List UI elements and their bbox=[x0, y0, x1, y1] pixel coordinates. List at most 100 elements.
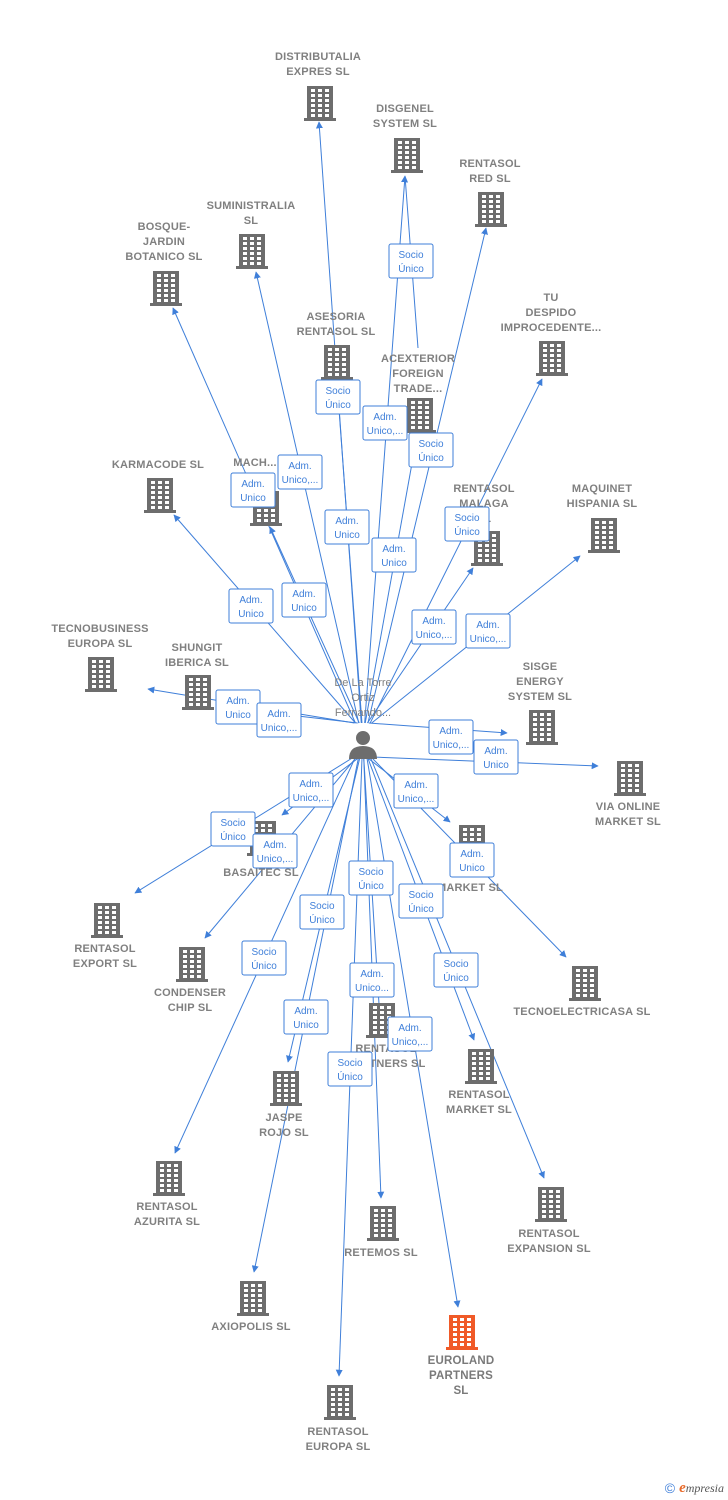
relation-badge[interactable]: Adm.Unico bbox=[230, 472, 276, 508]
relation-badge[interactable]: Adm.Unico bbox=[324, 509, 370, 545]
relation-badge[interactable]: Adm.Unico,... bbox=[428, 719, 474, 755]
building-icon[interactable] bbox=[526, 710, 558, 745]
empresia-logo[interactable]: empresia bbox=[679, 1480, 724, 1496]
building-icon[interactable] bbox=[321, 345, 353, 380]
building-icon[interactable] bbox=[144, 478, 176, 513]
company-label[interactable]: KARMACODE SL bbox=[112, 459, 204, 471]
relation-badge[interactable]: Adm.Unico,... bbox=[387, 1016, 433, 1052]
relation-badge[interactable]: Adm.Unico bbox=[371, 537, 417, 573]
building-icon[interactable] bbox=[270, 1071, 302, 1106]
relation-badge[interactable]: Adm.Unico,... bbox=[288, 772, 334, 808]
building-icon[interactable] bbox=[475, 192, 507, 227]
relation-badge[interactable]: Adm.Unico,... bbox=[465, 613, 511, 649]
building-icon[interactable] bbox=[446, 1315, 478, 1350]
building-icon[interactable] bbox=[367, 1206, 399, 1241]
building-icon[interactable] bbox=[324, 1385, 356, 1420]
building-icon[interactable] bbox=[535, 1187, 567, 1222]
relation-badge[interactable]: Adm.Unico,... bbox=[277, 454, 323, 490]
building-icon[interactable] bbox=[153, 1161, 185, 1196]
building-icon[interactable] bbox=[404, 398, 436, 433]
relation-badge[interactable]: Adm.Unico bbox=[215, 689, 261, 725]
building-icon[interactable] bbox=[150, 271, 182, 306]
company-node-tecnoelectricasa[interactable]: TECNOELECTRICASA SL bbox=[513, 966, 650, 1018]
building-icon[interactable] bbox=[91, 903, 123, 938]
building-icon[interactable] bbox=[391, 138, 423, 173]
relation-badge[interactable]: Adm.Unico bbox=[281, 582, 327, 618]
building-icon[interactable] bbox=[569, 966, 601, 1001]
relation-badge[interactable]: Adm.Unico,... bbox=[393, 773, 439, 809]
relation-badge[interactable]: Adm.Unico... bbox=[349, 962, 395, 998]
company-node-retemos[interactable]: RETEMOS SL bbox=[344, 1206, 418, 1259]
company-label[interactable]: AXIOPOLIS SL bbox=[211, 1321, 290, 1333]
company-node-axiopolis[interactable]: AXIOPOLIS SL bbox=[211, 1281, 291, 1333]
relation-badge[interactable]: Adm.Unico,... bbox=[411, 609, 457, 645]
building-icon[interactable] bbox=[465, 1049, 497, 1084]
building-icon[interactable] bbox=[236, 234, 268, 269]
person-icon[interactable] bbox=[349, 731, 377, 759]
company-node-karmacode[interactable]: KARMACODE SL bbox=[112, 459, 204, 513]
company-label[interactable]: RETEMOS SL bbox=[344, 1247, 418, 1259]
building-icon[interactable] bbox=[614, 761, 646, 796]
company-label[interactable]: TECNOELECTRICASA SL bbox=[513, 1006, 650, 1018]
company-label[interactable]: MACH... bbox=[233, 457, 277, 469]
building-icon[interactable] bbox=[176, 947, 208, 982]
relation-badge[interactable]: Adm.Unico,... bbox=[362, 405, 408, 441]
relation-badge[interactable]: Adm.Unico bbox=[228, 588, 274, 624]
building-icon[interactable] bbox=[237, 1281, 269, 1316]
building-icon[interactable] bbox=[182, 675, 214, 710]
building-icon[interactable] bbox=[304, 86, 336, 121]
building-icon[interactable] bbox=[85, 657, 117, 692]
building-icon[interactable] bbox=[588, 518, 620, 553]
relation-badge[interactable]: Adm.Unico bbox=[473, 739, 519, 775]
relation-badge[interactable]: Adm.Unico,... bbox=[252, 833, 298, 869]
